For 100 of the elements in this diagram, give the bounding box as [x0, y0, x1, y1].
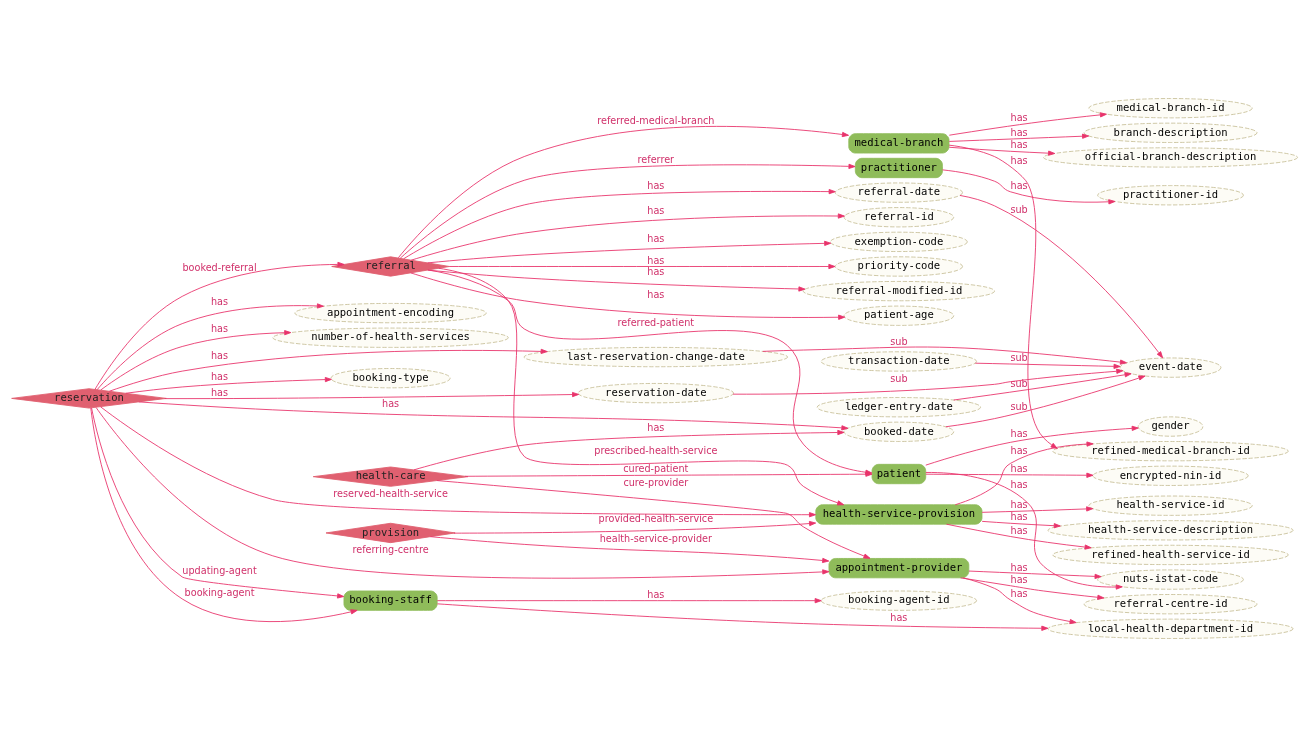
node-box: patient [871, 463, 927, 484]
edge-label: has [1010, 179, 1028, 191]
edge-label: has [1010, 462, 1028, 474]
edge-label: sub [890, 372, 908, 384]
node-ellipse: encrypted-nin-id [1092, 465, 1249, 486]
edge-label: referred-patient [617, 316, 695, 328]
node-ellipse: referral-id [843, 206, 955, 227]
edge-label: has [211, 322, 229, 334]
edge-label: sub [1010, 351, 1028, 363]
node-ellipse: official-branch-description [1043, 146, 1298, 168]
edge-label: has [647, 265, 665, 277]
node-ellipse: gender [1137, 415, 1204, 437]
arrow [410, 212, 845, 261]
edge-label: has [1010, 138, 1028, 150]
edge-label: has [1010, 510, 1028, 522]
node-diamond: reservation [11, 387, 167, 408]
arrow [954, 441, 1094, 505]
arrow [925, 472, 1094, 478]
arrow [125, 376, 332, 394]
arrow [399, 163, 856, 259]
node-ellipse: patient-age [843, 305, 955, 326]
arrow [945, 375, 1146, 427]
arrow [108, 348, 548, 392]
arrow [948, 111, 1107, 136]
edge-label: has [1010, 154, 1028, 166]
arrow [90, 407, 358, 622]
node-ellipse: reservation-date [577, 382, 734, 403]
node-ellipse: priority-code [834, 255, 963, 277]
arrow [948, 144, 1058, 449]
node-box: practitioner [854, 157, 943, 178]
arrow [413, 429, 845, 470]
edge-label: booking-agent [184, 586, 255, 598]
edge-label: cure-provider [623, 476, 689, 488]
edge-label: cured-patient [623, 462, 689, 474]
edge-label: referred-medical-branch [597, 114, 715, 126]
arrow [138, 400, 849, 430]
edge-label: has [647, 588, 665, 600]
arrow [968, 570, 1102, 579]
arrow [427, 240, 832, 263]
node-diamond: health-care [312, 466, 469, 487]
node-ellipse: transaction-date [820, 350, 978, 372]
edge-label: provided-health-service [598, 512, 714, 524]
node-ellipse: booking-type [330, 367, 451, 388]
edge-label: referrer [637, 153, 675, 165]
edge-label: has [1010, 427, 1028, 439]
arrow [429, 535, 830, 563]
arrow [448, 263, 836, 269]
arrow [953, 371, 1132, 400]
edge-label: has [647, 179, 665, 191]
arrow [453, 520, 817, 534]
arrow [981, 520, 1061, 528]
edge-label: has [1010, 587, 1028, 599]
node-ellipse: referral-modified-id [802, 280, 996, 301]
node-ellipse: referral-date [834, 182, 963, 203]
arrow [95, 406, 830, 579]
arrow [960, 576, 1105, 600]
arrow [962, 576, 1077, 624]
edge-label: health-service-provider [599, 532, 713, 544]
arrow [410, 271, 846, 320]
arrow [94, 261, 345, 390]
arrow [436, 479, 871, 559]
edge-label: has [211, 295, 229, 307]
edge-label: referring-centre [352, 543, 429, 555]
node-box: health-service-provision [815, 503, 983, 525]
edge-label: has [890, 611, 908, 623]
arrow [91, 406, 345, 599]
arrow [732, 368, 1124, 395]
node-diamond: provision [325, 522, 456, 543]
edge-label: has [1010, 126, 1028, 138]
edge-label: has [211, 386, 229, 398]
arrow [96, 302, 324, 390]
arrow [946, 523, 1092, 550]
edge-label: has [647, 421, 665, 433]
arrow [762, 346, 1127, 365]
arrow [403, 188, 836, 259]
edge-label: has [647, 254, 665, 266]
arrow [925, 425, 1139, 466]
arrow [100, 405, 817, 517]
edge-label: has [647, 204, 665, 216]
arrow [437, 602, 1049, 631]
edge-label: sub [1010, 400, 1028, 412]
edge-label: has [1010, 111, 1028, 123]
arrow [974, 362, 1121, 369]
edge-label: has [211, 370, 229, 382]
edge-label: has [211, 349, 229, 361]
edge-label: has [1010, 478, 1028, 490]
edge-label: has [1010, 573, 1028, 585]
arrow [948, 133, 1090, 142]
node-ellipse: ledger-entry-date [816, 396, 982, 417]
edge-label: sub [1010, 203, 1028, 215]
arrow [438, 267, 845, 505]
edge-label: booked-referral [182, 261, 257, 273]
edge-label: prescribed-health-service [594, 444, 718, 456]
arrow [436, 597, 822, 603]
edge-label: has [647, 288, 665, 300]
edge-label: has [1010, 444, 1028, 456]
arrow [925, 471, 1123, 590]
arrow [942, 168, 1116, 204]
arrow [397, 125, 849, 258]
arrow [959, 194, 1164, 358]
